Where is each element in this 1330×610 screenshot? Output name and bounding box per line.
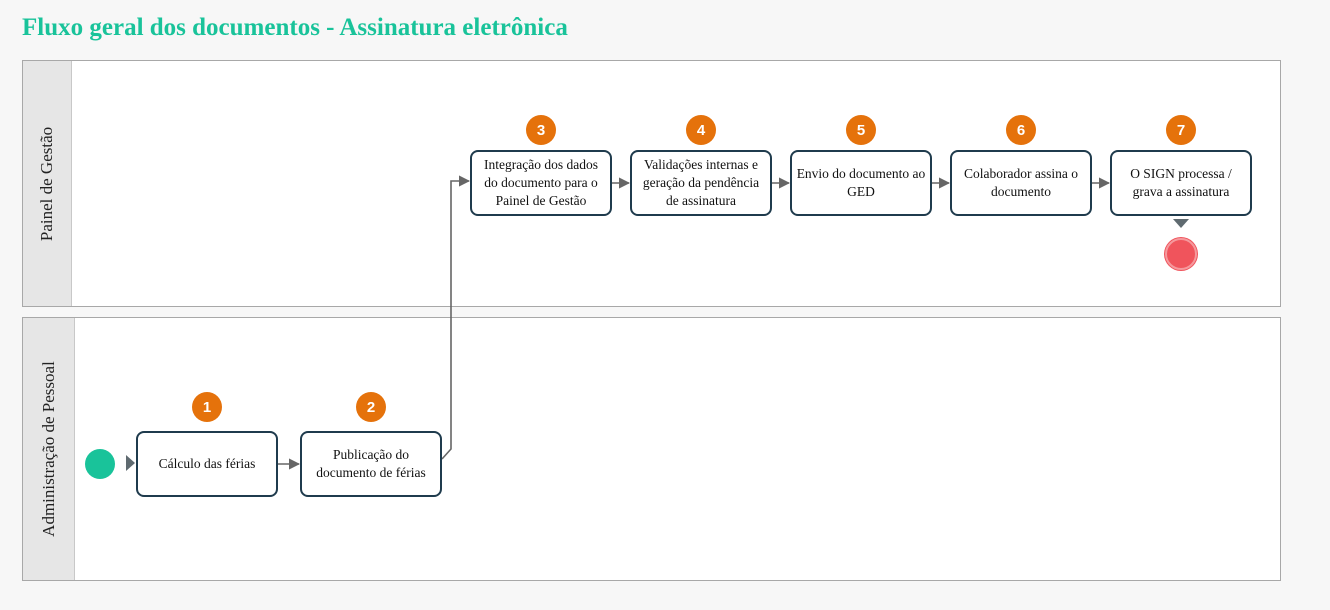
end-arrow-icon: [1173, 219, 1189, 228]
start-arrow-icon: [126, 455, 135, 471]
lane-header-painel: Painel de Gestão: [23, 61, 72, 306]
task-label: Cálculo das férias: [158, 456, 256, 471]
flow-2-3: [441, 175, 471, 460]
task-sign-processa[interactable]: O SIGN processa / grava a assinatura: [1110, 150, 1252, 216]
task-envio-ged[interactable]: Envio do documento ao GED: [790, 150, 932, 216]
lane-header-admin: Administração de Pessoal: [23, 318, 75, 580]
task-label: Publicação do documento de férias: [316, 447, 426, 480]
step-badge-3: 3: [526, 115, 556, 145]
step-badge-2: 2: [356, 392, 386, 422]
step-badge-5: 5: [846, 115, 876, 145]
task-colaborador-assina[interactable]: Colaborador assina o documento: [950, 150, 1092, 216]
step-badge-6: 6: [1006, 115, 1036, 145]
task-publicacao-documento[interactable]: Publicação do documento de férias: [300, 431, 442, 497]
task-validacoes-internas[interactable]: Validações internas e geração da pendênc…: [630, 150, 772, 216]
task-label: Integração dos dados do documento para o…: [484, 157, 598, 208]
end-event[interactable]: [1165, 238, 1197, 270]
task-calculo-das-ferias[interactable]: Cálculo das férias: [136, 431, 278, 497]
task-label: Envio do documento ao GED: [796, 166, 926, 199]
step-badge-1: 1: [192, 392, 222, 422]
start-event[interactable]: [85, 449, 115, 479]
task-label: Colaborador assina o documento: [964, 166, 1078, 199]
step-badge-7: 7: [1166, 115, 1196, 145]
step-badge-4: 4: [686, 115, 716, 145]
task-label: Validações internas e geração da pendênc…: [642, 157, 760, 208]
page-title: Fluxo geral dos documentos - Assinatura …: [22, 14, 568, 41]
task-label: O SIGN processa / grava a assinatura: [1130, 166, 1232, 199]
task-integracao-dados[interactable]: Integração dos dados do documento para o…: [470, 150, 612, 216]
